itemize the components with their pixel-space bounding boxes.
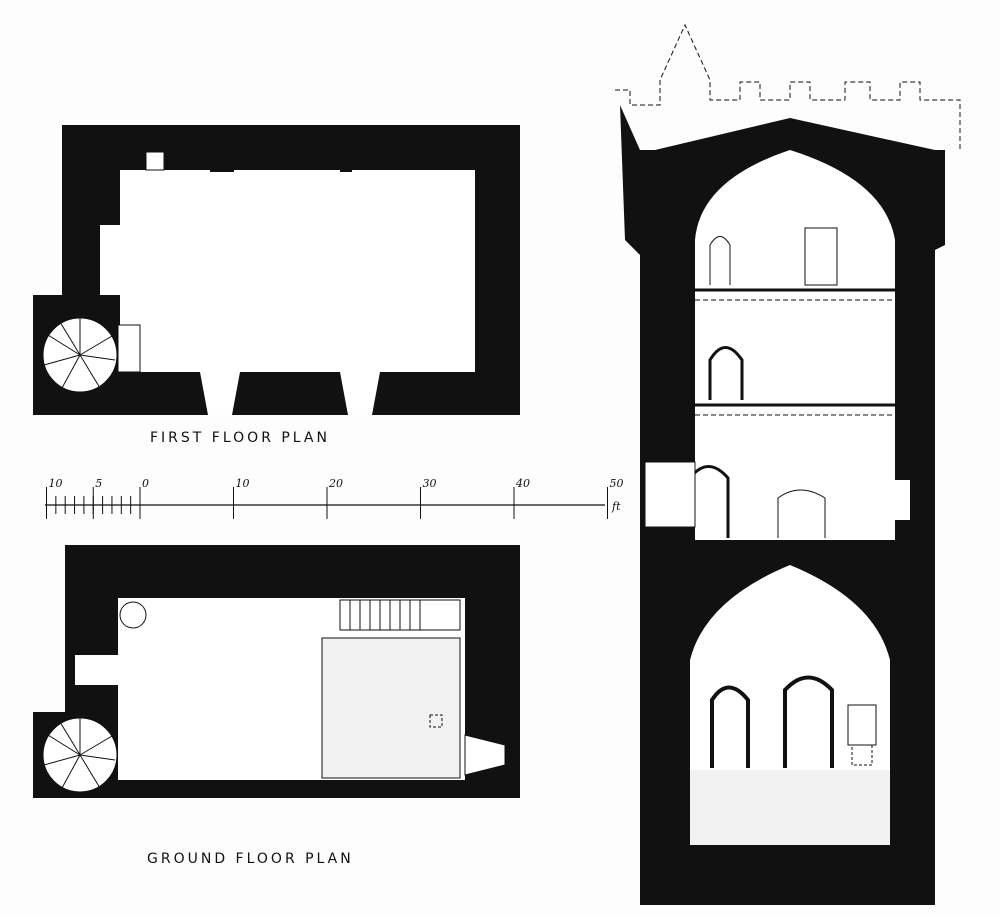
scale-tick-label: 30 — [423, 477, 437, 490]
ground-floor-plan — [33, 545, 520, 798]
scale-unit: ft — [611, 500, 621, 513]
scale-tick-label: 10 — [49, 477, 63, 490]
ground-floor-plan-title: GROUND FLOOR PLAN — [147, 851, 354, 867]
scale-tick-label: 40 — [515, 477, 530, 490]
first-floor-plan-title: FIRST FLOOR PLAN — [150, 430, 330, 446]
scale-tick-label: 5 — [95, 477, 102, 490]
scale-tick-label: 0 — [142, 477, 149, 490]
scale-tick-label: 50 — [610, 477, 624, 490]
scale-tick-label: 20 — [328, 477, 343, 490]
first-floor-plan — [33, 125, 520, 415]
scale-tick-label: 10 — [236, 477, 250, 490]
section-title: SECTION — [740, 894, 814, 908]
section-elevation — [615, 23, 961, 905]
